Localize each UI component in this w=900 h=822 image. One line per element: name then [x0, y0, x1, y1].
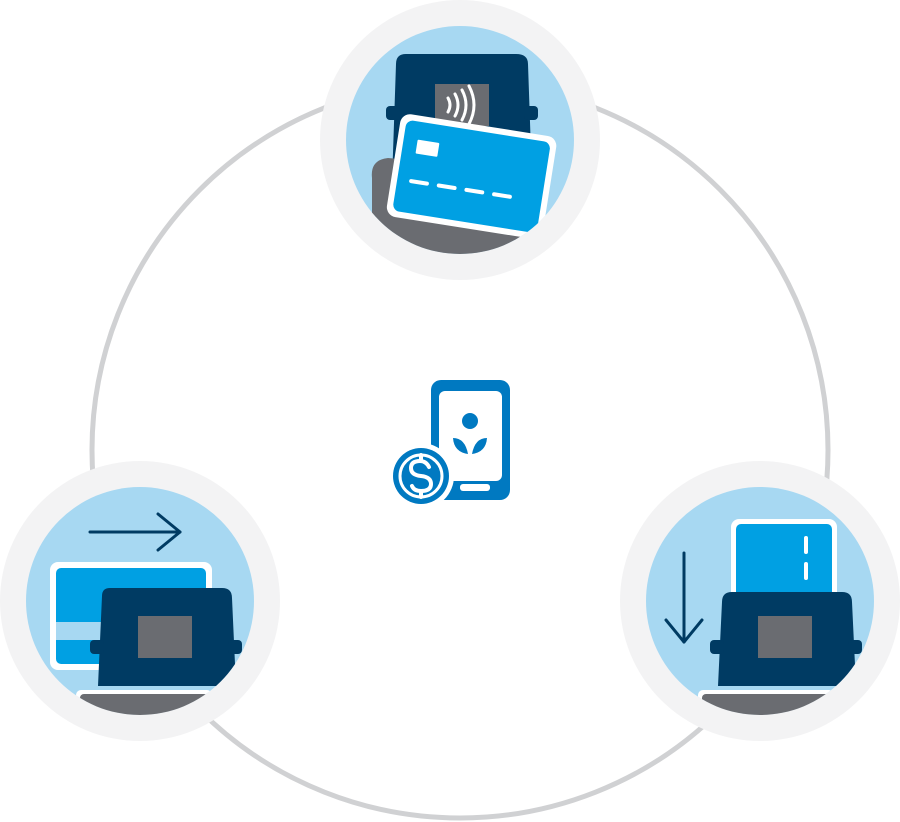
- app-logo-icon: [453, 413, 487, 454]
- terminal-screen: [758, 616, 812, 658]
- swipe-card-icon: [0, 461, 280, 741]
- phone-screen: [439, 391, 502, 481]
- terminal-screen: [138, 616, 192, 658]
- contactless-waves-icon: [446, 84, 476, 126]
- insert-chip-card-icon: [620, 461, 900, 741]
- contactless-tap-card-icon: [320, 0, 600, 280]
- phone-bottom-bar: [460, 484, 490, 491]
- mobile-payment-icon: [388, 380, 510, 509]
- arrow-right-icon: [88, 512, 182, 552]
- arrow-down-icon: [664, 551, 704, 644]
- dollar-sign-icon: [408, 453, 434, 499]
- tapping-card: [386, 114, 557, 239]
